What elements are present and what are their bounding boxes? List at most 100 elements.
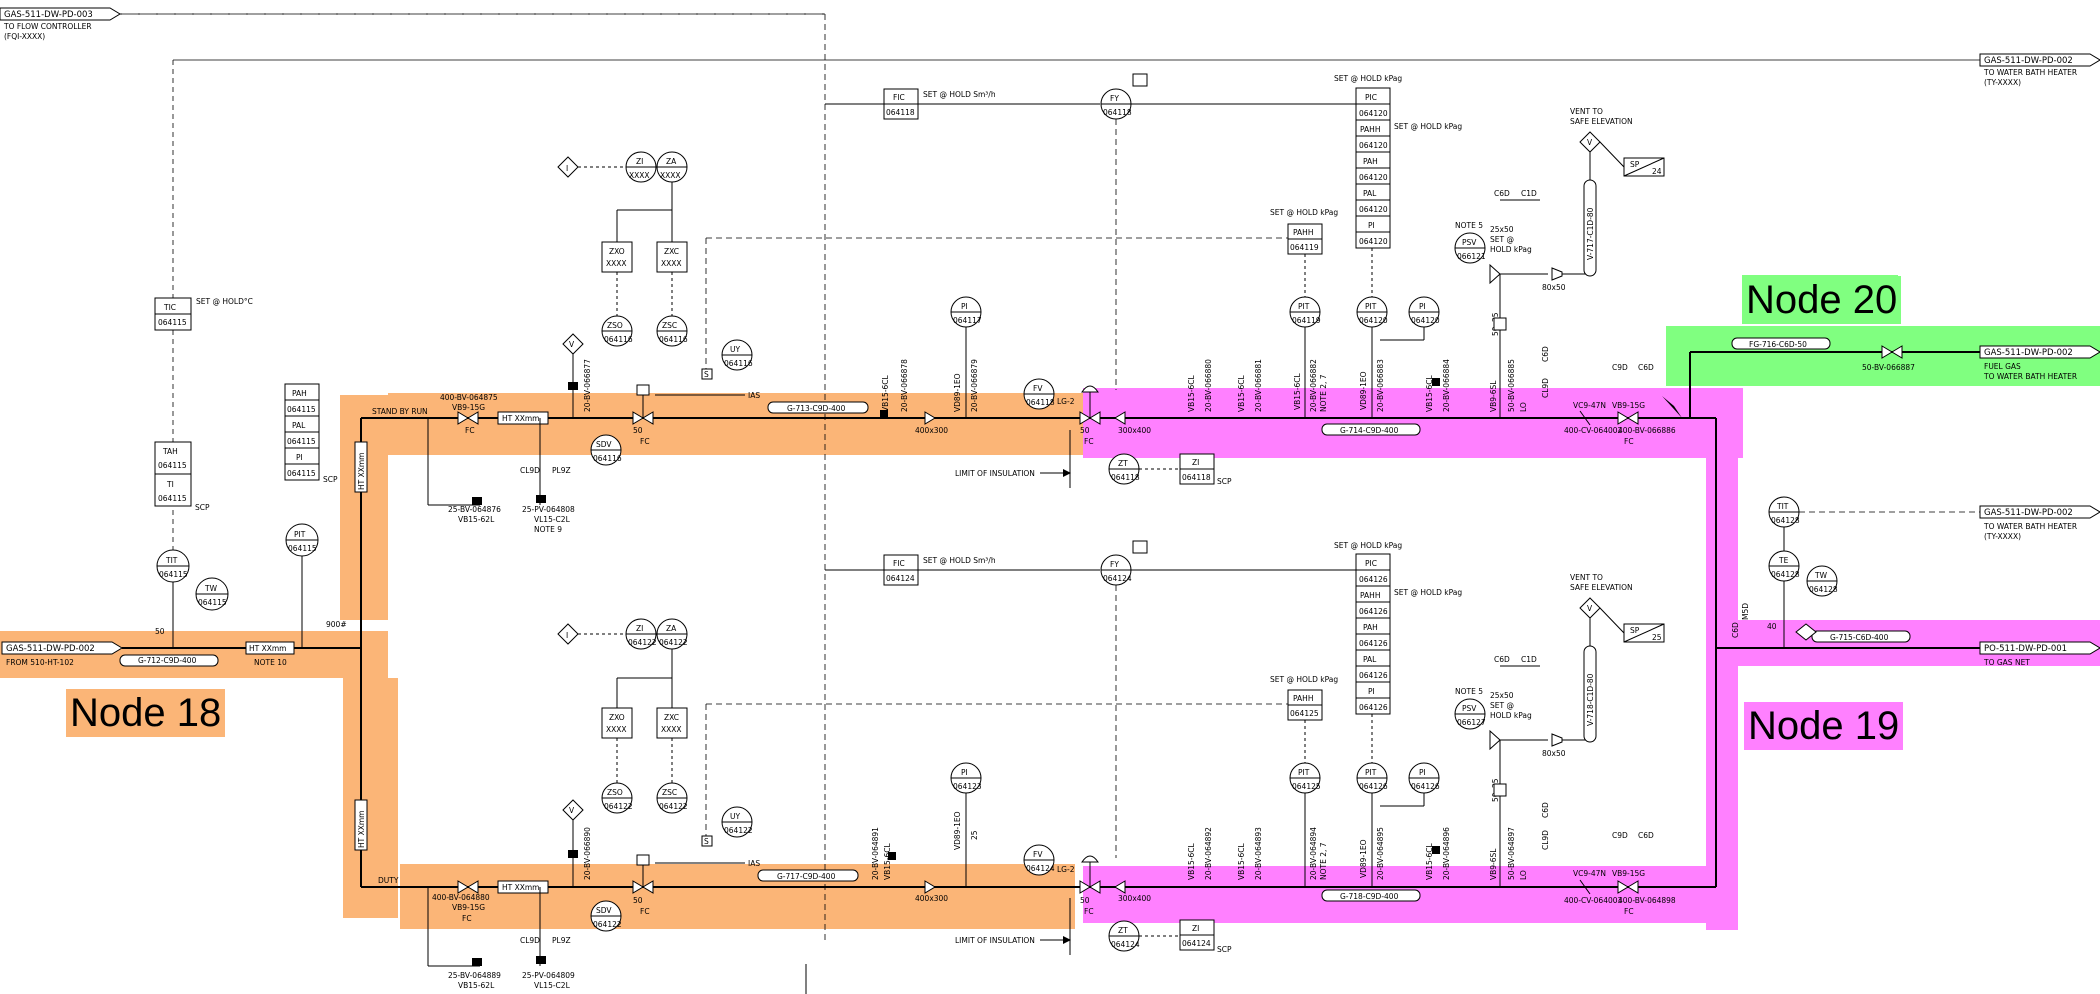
svg-text:20-BV-066878: 20-BV-066878 [900,359,909,412]
svg-text:ZSO: ZSO [607,321,623,330]
offpage-mid-right: GAS-511-DW-PD-002 TO WATER BATH HEATER (… [1979,505,2100,541]
svg-text:064124: 064124 [886,574,915,583]
svg-text:24: 24 [1652,167,1662,176]
svg-text:CL9D: CL9D [1541,378,1550,398]
svg-text:400x300: 400x300 [915,426,948,435]
pi-064117: PI 064117 [950,296,982,328]
zt-064124: ZT 064124 [1108,920,1140,952]
svg-text:25-PV-064808: 25-PV-064808 [522,505,575,514]
svg-text:PI: PI [1368,687,1375,696]
svg-text:XXXX: XXXX [629,171,650,180]
tit-064115: TIT 064115 [156,549,190,583]
svg-text:PAHH: PAHH [1360,591,1380,600]
svg-text:SET @: SET @ [1490,701,1514,710]
svg-text:VB15-6CL: VB15-6CL [1187,842,1196,880]
limit-insulation-bot: LIMIT OF INSULATION [955,936,1035,945]
svg-text:PAH: PAH [1363,623,1378,632]
svg-text:VD89-1EO: VD89-1EO [1359,371,1368,410]
svg-text:FC: FC [1624,437,1634,446]
svg-text:XXXX: XXXX [661,725,682,734]
svg-text:FIC: FIC [893,93,905,102]
svg-text:064126: 064126 [1359,703,1388,712]
svg-text:V-718-C1D-80: V-718-C1D-80 [1586,673,1595,726]
fy-064124: FY 064124 [1100,554,1132,586]
svg-text:ZI: ZI [1192,458,1199,467]
svg-text:FUEL GAS: FUEL GAS [1984,362,2021,371]
svg-text:S: S [704,370,709,379]
svg-text:ZA: ZA [666,624,677,633]
svg-text:20-BV-066880: 20-BV-066880 [1204,359,1213,412]
svg-text:SET @ HOLD kPag: SET @ HOLD kPag [1334,74,1402,83]
svg-text:FV: FV [1033,850,1043,859]
svg-text:VL15-C2L: VL15-C2L [534,515,571,524]
svg-text:VB9-6SL: VB9-6SL [1489,380,1498,412]
tic-064115: TIC 064115 [154,297,192,331]
tic-set-label: SET @ HOLD°C [196,297,253,306]
svg-text:300x400: 300x400 [1118,894,1151,903]
tw-064115: TW 064115 [195,577,229,611]
pressure-stack-064115: PAH 064115 PAL 064115 PI 064115 [284,383,320,481]
svg-text:FC: FC [1624,907,1634,916]
svg-text:SET @ HOLD kPag: SET @ HOLD kPag [1334,541,1402,550]
line-715-label: G-715-C6D-400 [1830,633,1889,642]
svg-text:UY: UY [730,345,740,354]
svg-text:20-BV-064894: 20-BV-064894 [1309,827,1318,880]
offpage-top-right-desc2: (TY-XXXX) [1984,78,2021,87]
tic-num: 064115 [158,318,187,327]
svg-text:064116: 064116 [659,335,688,344]
svg-text:FY: FY [1110,94,1119,103]
svg-text:NOTE 5: NOTE 5 [1455,221,1483,230]
svg-text:064120: 064120 [1359,173,1388,182]
svg-text:PAL: PAL [1363,189,1377,198]
svg-text:VB15-6CL: VB15-6CL [1237,374,1246,412]
stack-064120: PIC 064120 PAHH 064120 PAH 064120 PAL 06… [1355,87,1391,249]
svg-text:PIT: PIT [1365,768,1377,777]
svg-text:SAFE ELEVATION: SAFE ELEVATION [1570,117,1633,126]
svg-text:064115: 064115 [159,570,188,579]
svg-text:C6D: C6D [1494,189,1510,198]
limit-insulation-top: LIMIT OF INSULATION [955,469,1035,478]
svg-text:ZT: ZT [1118,926,1128,935]
svg-text:TI: TI [166,480,174,489]
svg-text:C6D: C6D [1541,802,1550,818]
svg-text:PL9Z: PL9Z [552,466,571,475]
svg-text:064120: 064120 [1359,237,1388,246]
line-inlet-label: G-712-C9D-400 [138,656,197,665]
svg-text:VB9-15G: VB9-15G [452,403,485,412]
pit-064126: PIT 064126 [1356,762,1388,794]
offpage-inlet: GAS-511-DW-PD-002 FROM 510-HT-102 [1,641,123,667]
scp-label-1: SCP [195,503,210,512]
svg-text:064128: 064128 [1771,570,1800,579]
line-714-label: G-714-C9D-400 [1340,426,1399,435]
svg-text:064118: 064118 [1182,473,1211,482]
svg-text:VENT TO: VENT TO [1570,107,1603,116]
svg-text:20-BV-066890: 20-BV-066890 [583,827,592,880]
svg-text:HT XXmm: HT XXmm [357,453,366,491]
svg-text:064115: 064115 [287,405,316,414]
svg-text:SP: SP [1630,626,1640,635]
offpage-top-left: GAS-511-DW-PD-003 TO FLOW CONTROLLER (FQ… [0,7,121,41]
pi-064126: PI 064126 [1408,762,1440,794]
svg-text:PSV: PSV [1462,238,1477,247]
svg-text:ZA: ZA [666,157,677,166]
svg-text:PI: PI [1419,302,1426,311]
uy-064122: UY 064122 [721,806,753,838]
svg-text:PI: PI [961,302,968,311]
svg-text:S: S [704,837,709,846]
pi-064120: PI 064120 [1408,296,1440,328]
svg-text:064122: 064122 [593,920,622,929]
svg-text:PAHH: PAHH [1360,125,1380,134]
svg-text:064126: 064126 [1411,782,1440,791]
svg-text:PI: PI [296,453,303,462]
svg-text:FC: FC [465,426,475,435]
svg-text:XXXX: XXXX [660,171,681,180]
offpage-top-right: GAS-511-DW-PD-002 TO WATER BATH HEATER (… [1979,53,2100,87]
fic-064124: FIC 064124 [883,554,919,586]
svg-text:UY: UY [730,812,740,821]
svg-text:50: 50 [1080,426,1090,435]
tic-tag: TIC [163,303,176,312]
svg-text:PIT: PIT [1298,768,1310,777]
svg-text:PIT: PIT [1365,302,1377,311]
pit-064125: PIT 064125 [1289,762,1321,794]
svg-text:C6D: C6D [1541,346,1550,362]
